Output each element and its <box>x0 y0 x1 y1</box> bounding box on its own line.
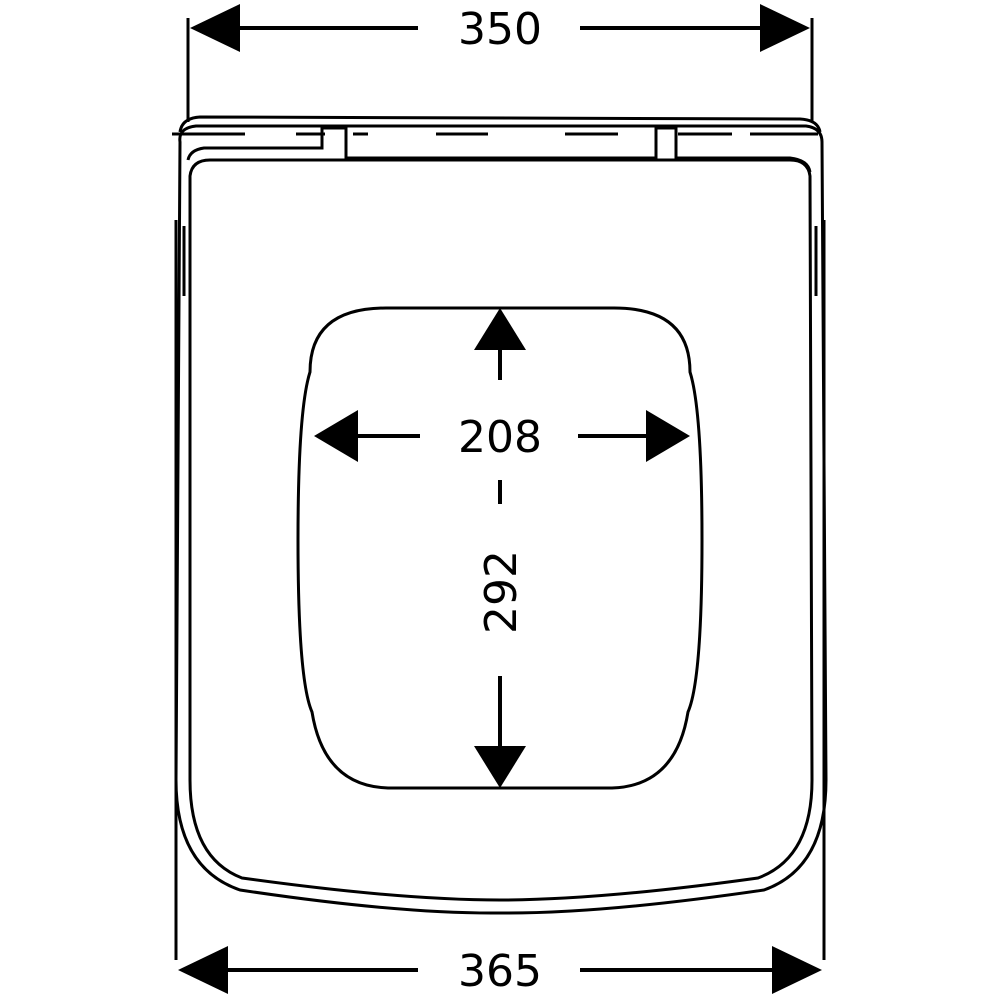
opening-left-arrowhead <box>314 410 358 462</box>
bottom-right-arrowhead <box>772 946 822 994</box>
bottom-left-arrowhead <box>178 946 228 994</box>
side-rim-lines <box>174 220 826 960</box>
seat-inner-outline <box>188 158 814 902</box>
opening-bottom-arrowhead <box>474 746 526 788</box>
opening-right-arrowhead <box>646 410 690 462</box>
top-extension-lines <box>186 18 814 122</box>
top-left-arrowhead <box>190 4 240 52</box>
seat-opening-outline <box>296 306 704 790</box>
bottom-dimension-line <box>178 946 822 994</box>
opening-width-label: 208 <box>458 412 542 463</box>
top-width-label: 350 <box>458 4 542 55</box>
seat-outer-outline <box>174 124 828 915</box>
top-dimension-line <box>190 4 810 52</box>
top-right-arrowhead <box>760 4 810 52</box>
opening-width-dimension <box>314 410 690 462</box>
opening-length-label: 292 <box>476 550 527 634</box>
opening-top-arrowhead <box>474 308 526 350</box>
bottom-width-label: 365 <box>458 946 542 997</box>
opening-length-dimension <box>474 308 526 788</box>
